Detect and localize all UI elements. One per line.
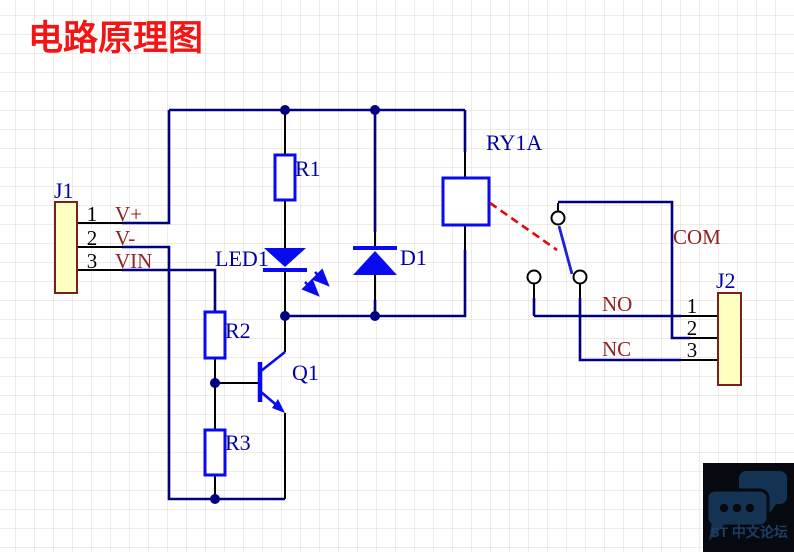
wire-com-to-j2-pin2 — [558, 200, 690, 340]
j1-label: J1 — [54, 178, 74, 203]
q1-collector-line — [260, 350, 286, 373]
led1-anode-triangle — [264, 248, 306, 267]
r3-body — [203, 428, 227, 477]
led1: LED1 — [215, 246, 330, 297]
net-label-com: COM — [673, 225, 721, 249]
wire-vin-to-r2 — [122, 268, 217, 312]
page-title: 电路原理图 — [28, 19, 203, 58]
relay-coil: RY1A — [441, 130, 558, 252]
junction-dot — [210, 378, 220, 388]
forum-logo: ST 中文论坛 — [703, 463, 794, 552]
relay-coil-body — [441, 176, 491, 227]
q1-emitter-arrow — [272, 399, 285, 413]
junction-dot — [370, 105, 380, 115]
net-label-vplus: V+ — [115, 202, 142, 226]
light-arrow — [301, 278, 320, 297]
diode-d1: D1 — [353, 245, 427, 275]
led1-label: LED1 — [215, 246, 269, 271]
light-arrow — [311, 268, 330, 287]
com-contact — [550, 210, 566, 226]
wire-switched-node-rail — [285, 250, 467, 318]
resistor-r3: R3 — [203, 428, 251, 477]
j2-connector: J2 1 2 3 — [687, 268, 742, 386]
junction-dot — [280, 311, 290, 321]
relay-label: RY1A — [486, 130, 542, 155]
chat-bubble-front-tail — [709, 522, 724, 541]
logo-text: ST 中文论坛 — [710, 524, 788, 540]
j2-connector-body — [717, 292, 742, 386]
bubble-dot — [745, 503, 755, 513]
net-label-nc: NC — [602, 337, 631, 361]
net-label-vminus: V- — [115, 226, 135, 250]
r2-label: R2 — [225, 318, 251, 343]
light-emission-arrows-icon — [301, 268, 330, 297]
pin-stubs — [77, 110, 718, 499]
net-label-vin: VIN — [115, 249, 152, 273]
relay-switch: COM NO NC — [526, 210, 721, 361]
junction-dot — [210, 494, 220, 504]
bubble-dot — [732, 503, 742, 513]
d1-anode-triangle — [353, 251, 397, 275]
junction-dot — [280, 105, 290, 115]
j1-pin1-number: 1 — [87, 202, 98, 226]
chat-bubbles-icon — [705, 471, 787, 541]
no-contact — [526, 269, 542, 285]
r1-body — [273, 153, 297, 202]
junction-dots — [210, 105, 380, 504]
j2-pin1-number: 1 — [687, 294, 698, 318]
wire-j1-pin1-to-rail — [122, 110, 171, 225]
wire-j1-pin2-to-bottom-rail — [122, 245, 285, 501]
j1-pin2-number: 2 — [87, 226, 98, 250]
relay-actuation-dashed-link — [489, 201, 558, 252]
junction-dot — [370, 311, 380, 321]
j1-connector: J1 1 2 3 V+ V- VIN — [54, 178, 152, 294]
r1-label: R1 — [295, 156, 321, 181]
r3-label: R3 — [225, 430, 251, 455]
relay-switch-arm — [557, 225, 574, 275]
r2-body — [203, 310, 227, 360]
j2-pin2-number: 2 — [687, 316, 698, 340]
wire-nc-to-j2-pin3 — [578, 298, 681, 362]
j1-connector-body — [54, 201, 78, 294]
nc-contact — [572, 269, 588, 285]
transistor-q1: Q1 — [257, 350, 319, 413]
j2-label: J2 — [716, 268, 736, 293]
wires — [122, 108, 690, 501]
bubble-dot — [719, 503, 729, 513]
resistor-r1: R1 — [273, 153, 321, 202]
resistor-r2: R2 — [203, 310, 251, 360]
j2-pin3-number: 3 — [687, 338, 698, 362]
q1-label: Q1 — [292, 360, 319, 385]
net-label-no: NO — [602, 292, 632, 316]
d1-label: D1 — [400, 245, 427, 270]
j1-pin3-number: 3 — [87, 249, 98, 273]
